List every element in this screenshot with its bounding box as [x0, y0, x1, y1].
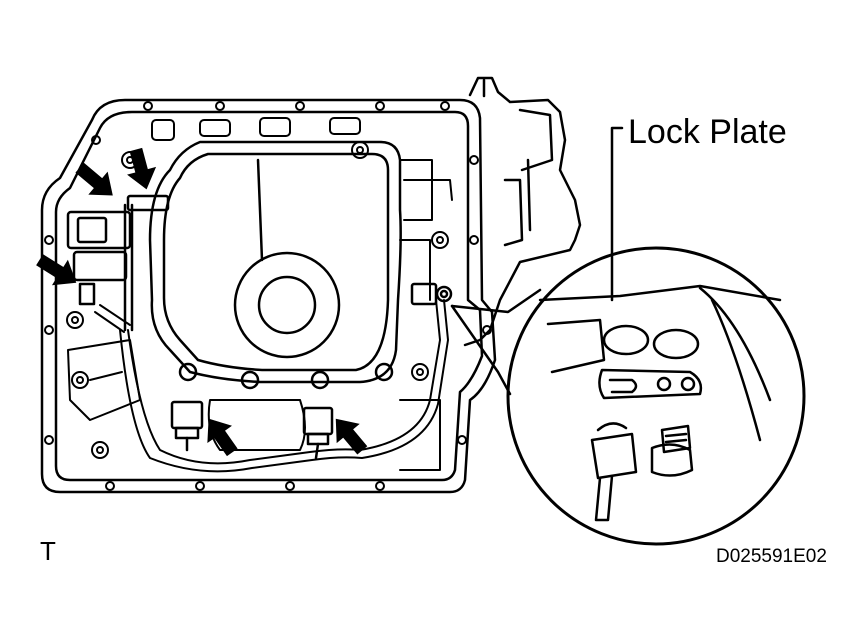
temp-sensor-connector [410, 282, 453, 306]
detail-leader-lower [450, 304, 512, 396]
pan-flange-outer [40, 98, 497, 494]
oil-strainer [148, 140, 402, 384]
lock-plate-hole-b [652, 328, 700, 360]
lock-plate-bolt-head [650, 443, 694, 477]
wire-harness [94, 299, 449, 473]
strainer-inlet-inner [257, 275, 317, 335]
transmission-case [463, 76, 582, 347]
arrow-icon-3 [36, 254, 77, 286]
corner-mark: T [40, 536, 56, 566]
lock-plate-label: Lock Plate [628, 113, 787, 151]
callout-leader [610, 126, 624, 302]
solenoid-cluster-left [66, 194, 170, 332]
magnified-contents [538, 284, 782, 522]
flange-bolt-holes [44, 101, 492, 491]
figure-id: D025591E02 [716, 546, 827, 567]
arrow-icon-4 [207, 418, 238, 457]
connector-body [590, 432, 638, 480]
pan-flange-inner [54, 110, 484, 482]
detail-leader-upper [450, 288, 542, 314]
arrow-icon-5 [335, 418, 368, 455]
lock-plate [598, 368, 703, 400]
lock-plate-hole-a [602, 324, 650, 356]
arrow-icon-1 [75, 162, 113, 196]
magnified-detail-circle [506, 246, 806, 546]
arrow-markers [36, 147, 368, 457]
arrow-icon-2 [127, 147, 157, 190]
strainer-inlet-outer [233, 251, 341, 359]
solenoid-connectors-bottom [170, 400, 334, 460]
